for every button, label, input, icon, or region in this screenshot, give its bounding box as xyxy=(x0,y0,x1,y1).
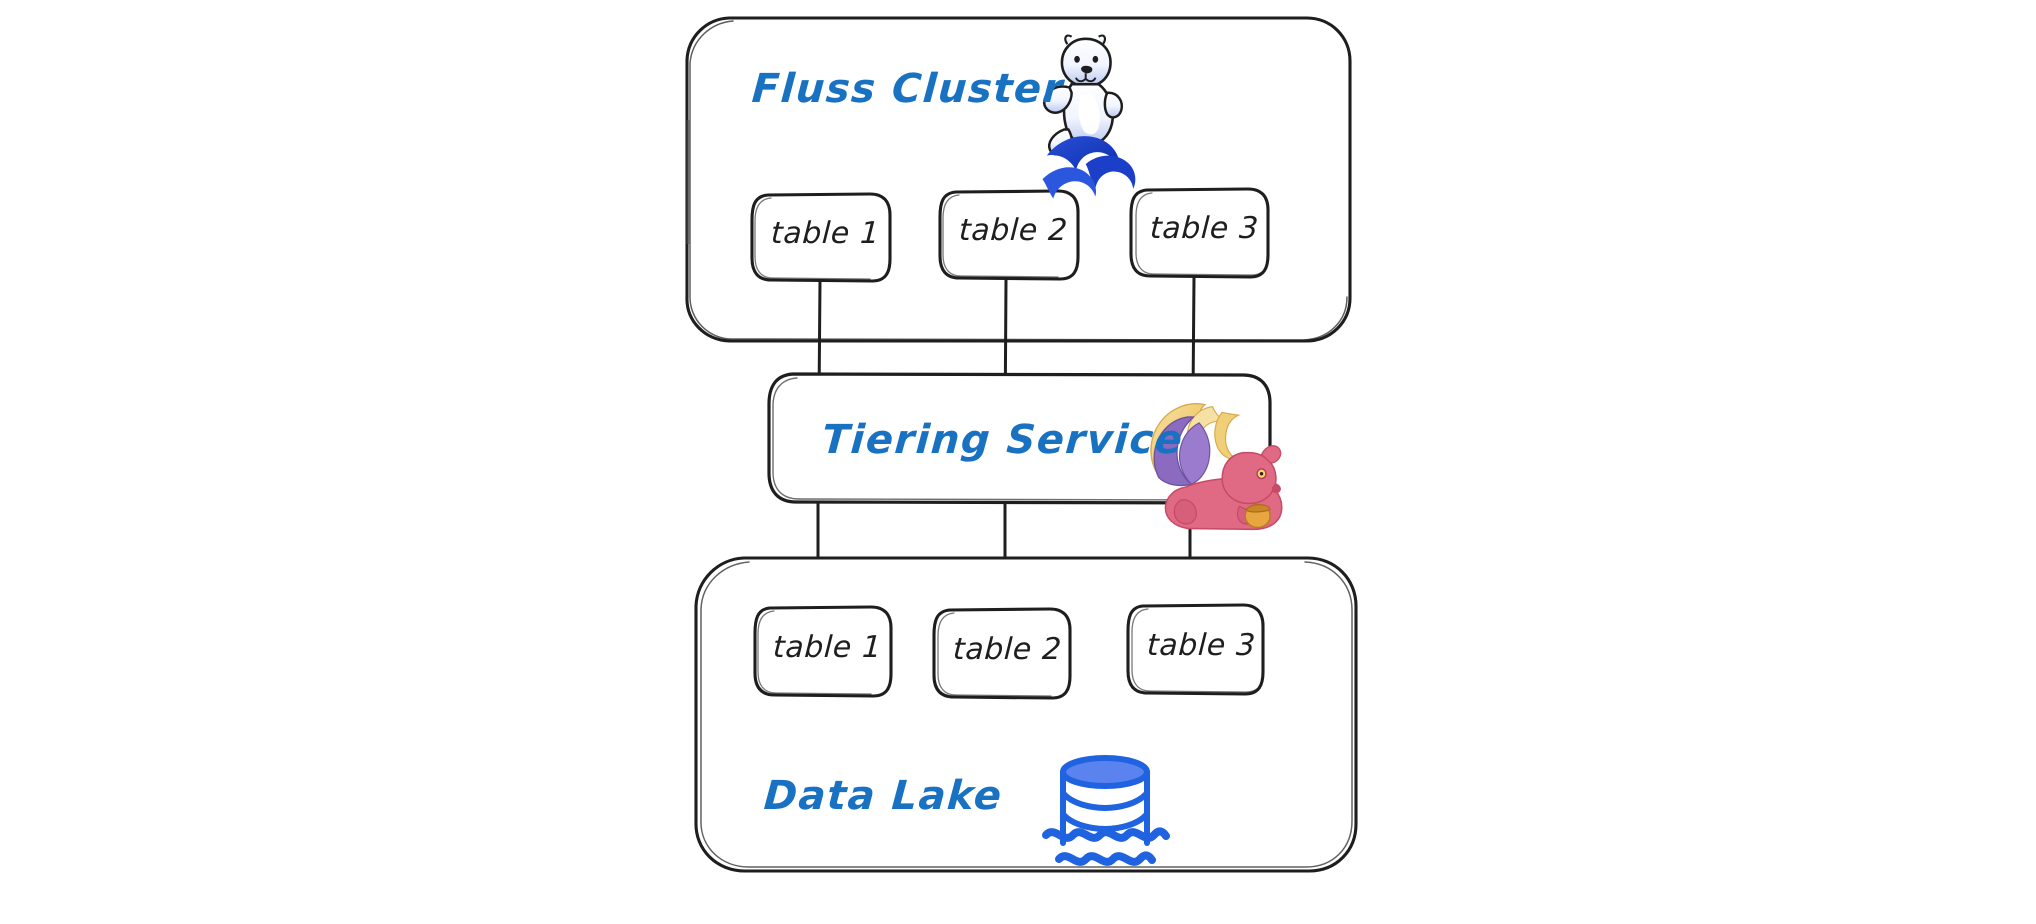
fluss-table-3-box[interactable] xyxy=(1129,187,1270,279)
connector-table-3-to-tiering xyxy=(1191,275,1196,376)
lake-table-2-box[interactable] xyxy=(932,607,1072,700)
database-cylinder-water-icon xyxy=(1042,755,1170,866)
lake-table-3-box[interactable] xyxy=(1126,603,1265,696)
fluss-seal-wave-logo xyxy=(1042,34,1136,199)
lake-table-1-box[interactable] xyxy=(753,605,893,698)
connector-table-2-to-tiering xyxy=(1003,277,1008,377)
fluss-table-1-box[interactable] xyxy=(750,192,892,283)
connector-table-1-to-tiering xyxy=(817,279,822,379)
fluss-table-2-box[interactable] xyxy=(938,189,1080,281)
data-lake-container[interactable] xyxy=(694,556,1358,873)
apache-flink-squirrel-logo xyxy=(1150,403,1283,531)
fluss-cluster-container[interactable] xyxy=(685,16,1352,343)
